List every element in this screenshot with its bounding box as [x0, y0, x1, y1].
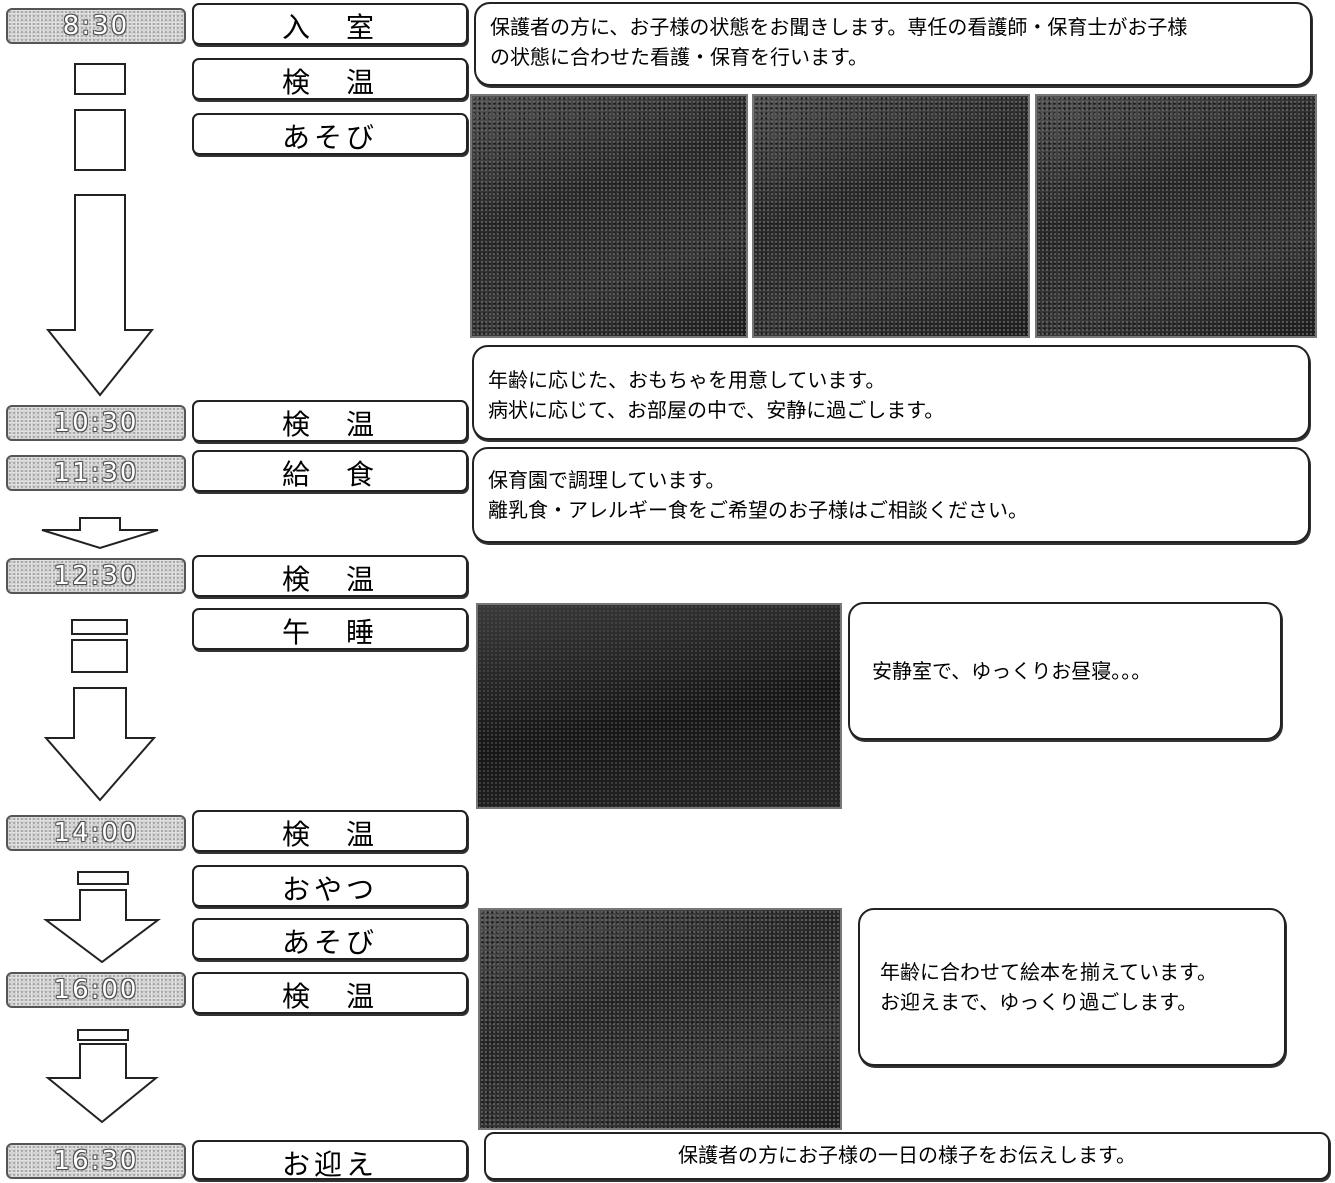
pickup-note: 保護者の方にお子様の一日の様子をお伝えします。	[484, 1132, 1330, 1180]
play-photo-1	[470, 94, 748, 338]
bookshelf-photo	[478, 908, 842, 1130]
activity-label: 検 温	[192, 58, 468, 100]
note-line: の状態に合わせた看護・保育を行います。	[490, 45, 868, 69]
time-badge: 12:30	[6, 558, 186, 594]
time-badge: 16:00	[6, 972, 186, 1008]
connector-box-icon	[74, 63, 126, 95]
activity-label: 入 室	[192, 3, 468, 45]
note-line: 離乳食・アレルギー食をご希望のお子様はご相談ください。	[488, 498, 1028, 522]
activity-label: あそび	[192, 113, 468, 155]
down-arrow-icon	[43, 889, 161, 964]
activity-label: おやつ	[192, 865, 468, 907]
activity-label: 検 温	[192, 555, 468, 597]
time-badge: 8:30	[6, 8, 186, 44]
note-line: 保護者の方にお子様の一日の様子をお伝えします。	[678, 1143, 1136, 1167]
activity-label: 検 温	[192, 972, 468, 1014]
time-badge: 10:30	[6, 405, 186, 441]
note-line: お迎えまで、ゆっくり過ごします。	[880, 990, 1198, 1014]
note-line: 年齢に応じた、おもちゃを用意しています。	[488, 368, 886, 392]
connector-box-icon	[71, 639, 128, 673]
activity-label: 検 温	[192, 400, 468, 442]
activity-label: 午 睡	[192, 608, 468, 650]
connector-box-icon	[74, 109, 126, 171]
play-note: 年齢に応じた、おもちゃを用意しています。 病状に応じて、お部屋の中で、安静に過ご…	[472, 345, 1310, 440]
down-arrow-icon	[41, 517, 159, 550]
nap-note: 安静室で、ゆっくりお昼寝。。。	[848, 602, 1282, 740]
note-line: 年齢に合わせて絵本を揃えています。	[880, 960, 1217, 984]
play-photo-2	[752, 94, 1030, 338]
activity-label: 給 食	[192, 450, 468, 492]
activity-label: あそび	[192, 918, 468, 960]
note-line: 保護者の方に、お子様の状態をお聞きします。専任の看護師・保育士がお子様	[490, 15, 1188, 39]
down-arrow-icon	[43, 687, 157, 802]
activity-label: お迎え	[192, 1140, 468, 1181]
note-line: 病状に応じて、お部屋の中で、安静に過ごします。	[488, 398, 945, 422]
note-line: 安静室で、ゆっくりお昼寝。。。	[872, 659, 1152, 683]
down-arrow-icon	[45, 194, 155, 397]
books-note: 年齢に合わせて絵本を揃えています。 お迎えまで、ゆっくり過ごします。	[858, 908, 1286, 1066]
connector-box-icon	[71, 619, 128, 635]
time-badge: 14:00	[6, 815, 186, 851]
down-arrow-icon	[45, 1043, 159, 1124]
connector-box-icon	[77, 871, 129, 885]
connector-box-icon	[77, 1029, 129, 1041]
activity-label: 検 温	[192, 810, 468, 852]
arrival-note: 保護者の方に、お子様の状態をお聞きします。専任の看護師・保育士がお子様 の状態に…	[474, 2, 1312, 86]
note-line: 保育園で調理しています。	[488, 468, 726, 492]
nap-room-photo	[476, 603, 842, 809]
time-badge: 11:30	[6, 455, 186, 491]
time-badge: 16:30	[6, 1143, 186, 1179]
play-photo-3	[1035, 94, 1317, 338]
lunch-note: 保育園で調理しています。 離乳食・アレルギー食をご希望のお子様はご相談ください。	[472, 447, 1310, 543]
